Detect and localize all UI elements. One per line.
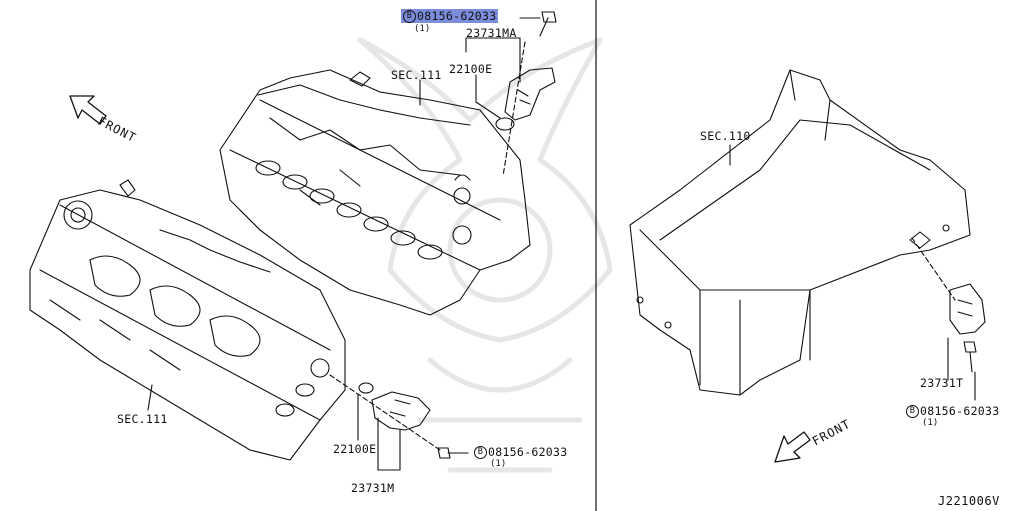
assembly-line-top xyxy=(502,41,526,177)
label-sec111-lower: SEC.111 xyxy=(117,412,168,426)
oring-bottom xyxy=(358,382,374,394)
part-number-right: 08156-62033 xyxy=(920,404,1000,418)
sensor-23731T xyxy=(949,283,986,373)
oil-pan xyxy=(629,69,971,396)
label-23731MA: 23731MA xyxy=(466,26,517,40)
label-22100E-top: 22100E xyxy=(449,62,493,76)
label-23731M: 23731M xyxy=(351,481,395,495)
assembly-line-right xyxy=(911,237,956,301)
label-22100E-bottom: 22100E xyxy=(333,442,377,456)
cylinder-head-lower xyxy=(29,179,346,461)
front-arrow-right-icon xyxy=(774,431,811,463)
bolt-marker-icon: B xyxy=(474,446,487,459)
qty-right: (1) xyxy=(922,418,939,428)
cylinder-head-upper xyxy=(219,69,531,316)
bolt-marker-icon: B xyxy=(906,405,919,418)
part-number-bottom: 08156-62033 xyxy=(488,445,568,459)
part-number-top: 08156-62033 xyxy=(417,9,497,23)
label-sec111-upper: SEC.111 xyxy=(391,68,442,82)
sensor-23731MA xyxy=(504,11,557,121)
sensor-23731M xyxy=(371,391,469,459)
front-arrow-left-icon xyxy=(69,95,107,125)
bolt-marker-icon: B xyxy=(403,10,416,23)
oring-top xyxy=(495,117,515,131)
label-sec110: SEC.110 xyxy=(700,129,751,143)
qty-bottom: (1) xyxy=(490,459,507,469)
watermark xyxy=(357,37,613,473)
label-23731T: 23731T xyxy=(920,376,964,390)
diagram-reference: J221006V xyxy=(938,494,1000,508)
qty-top: (1) xyxy=(414,24,431,34)
assembly-line-bottom xyxy=(329,374,441,451)
